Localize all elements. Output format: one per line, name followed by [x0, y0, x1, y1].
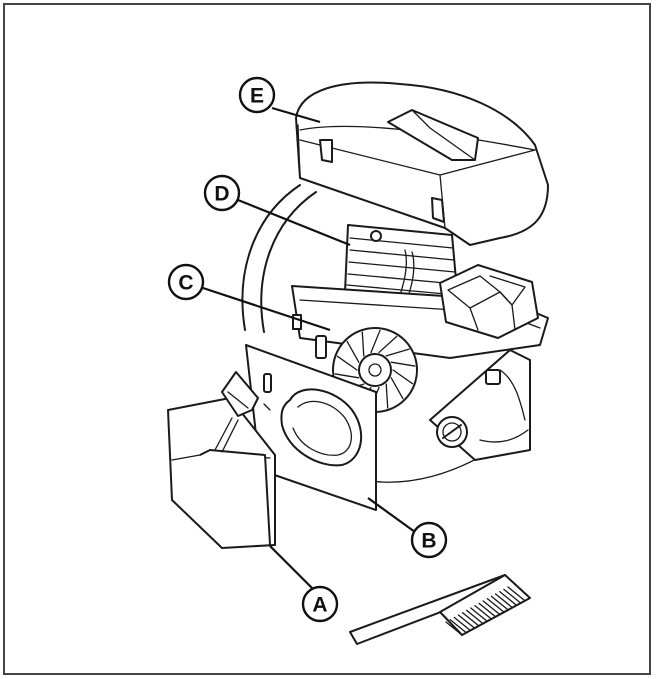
container	[167, 371, 276, 549]
leader-b	[367, 497, 416, 533]
callout-a-label: A	[312, 594, 327, 617]
container-handle	[221, 371, 259, 417]
callout-d: D	[203, 174, 241, 212]
air-filter	[439, 264, 539, 339]
callout-c: C	[167, 263, 205, 301]
leader-a	[269, 545, 317, 593]
brush	[349, 574, 531, 645]
cover-plate	[245, 344, 377, 511]
brush-bristles	[445, 586, 525, 636]
leader-lines	[199, 106, 416, 593]
callout-e-label: E	[250, 85, 264, 108]
callout-a: A	[301, 585, 339, 623]
callout-d-label: D	[214, 183, 229, 206]
cylinder	[344, 224, 459, 313]
leader-d	[237, 198, 351, 247]
engine-block	[429, 349, 531, 461]
top-cover	[295, 81, 549, 246]
callout-c-label: C	[178, 272, 193, 295]
callout-b: B	[410, 521, 448, 559]
callout-e: E	[238, 76, 276, 114]
callout-b-label: B	[421, 530, 436, 553]
leader-e	[271, 106, 321, 124]
leader-c	[199, 285, 331, 332]
